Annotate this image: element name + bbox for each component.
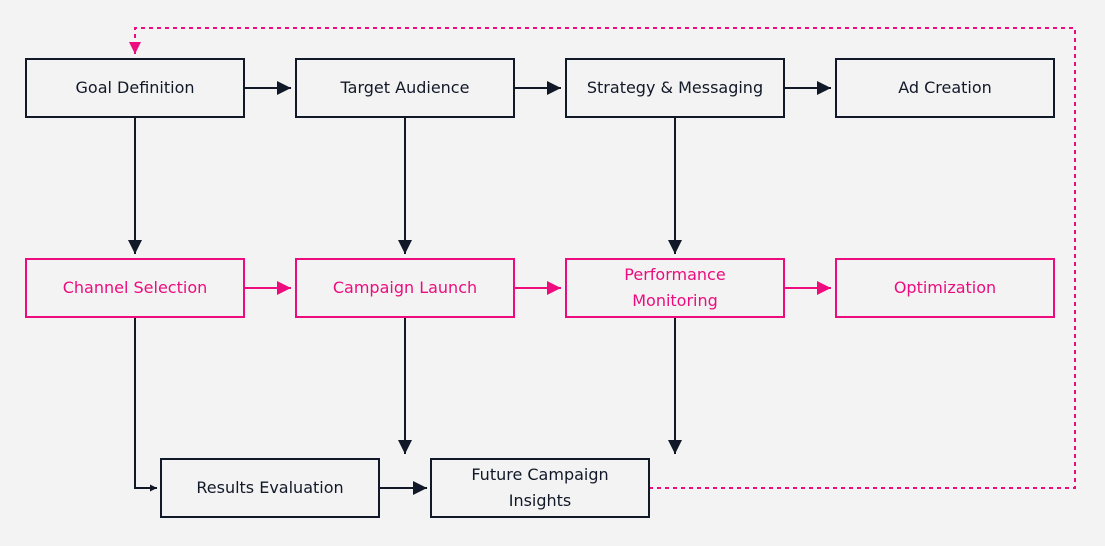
node-channel-selection: Channel Selection xyxy=(25,258,245,318)
node-label: Future Campaign Insights xyxy=(471,465,609,510)
edge-channel-to-results xyxy=(134,317,157,492)
node-label: Ad Creation xyxy=(898,78,992,97)
node-label: Goal Definition xyxy=(75,78,195,97)
node-label: Channel Selection xyxy=(62,278,208,297)
node-label: Results Evaluation xyxy=(196,478,344,497)
node-label: Optimization xyxy=(893,278,997,297)
node-label: Campaign Launch xyxy=(332,278,478,297)
node-performance-monitoring: Performance Monitoring xyxy=(565,258,785,318)
node-future-campaign-insights: Future Campaign Insights xyxy=(430,458,650,518)
edge-insights-to-goal-feedback xyxy=(129,27,1076,489)
node-optimization: Optimization xyxy=(835,258,1055,318)
node-ad-creation: Ad Creation xyxy=(835,58,1055,118)
node-label: Strategy & Messaging xyxy=(586,78,764,97)
node-strategy-messaging: Strategy & Messaging xyxy=(565,58,785,118)
node-results-evaluation: Results Evaluation xyxy=(160,458,380,518)
node-goal-definition: Goal Definition xyxy=(25,58,245,118)
node-campaign-launch: Campaign Launch xyxy=(295,258,515,318)
node-label: Performance Monitoring xyxy=(624,265,726,310)
node-label: Target Audience xyxy=(340,78,470,97)
node-target-audience: Target Audience xyxy=(295,58,515,118)
